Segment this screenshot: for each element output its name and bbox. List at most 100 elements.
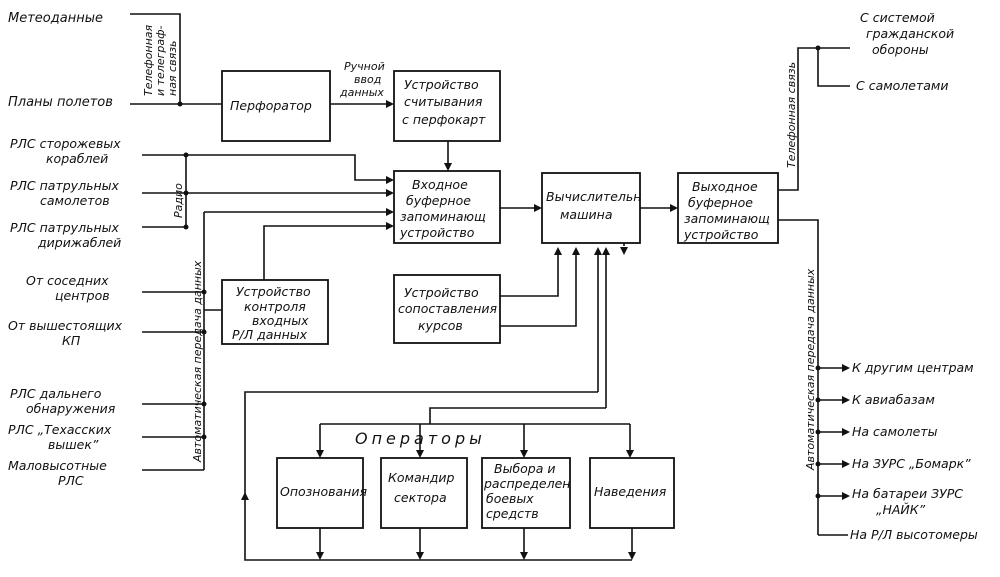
block-card-reader-label-3: с перфокарт: [402, 112, 486, 127]
block-course-compare-label-2: сопоставления: [398, 301, 497, 316]
arrow-head: [241, 492, 249, 500]
block-course-compare-label-3: курсов: [418, 318, 463, 333]
block-op-weapon-select-label-4: средств: [486, 506, 539, 521]
block-perforator: [221, 70, 331, 142]
line-aircraft-phone: [817, 48, 850, 87]
junction-dot: [815, 365, 821, 371]
junction-dot: [201, 329, 207, 335]
junction-dot: [201, 401, 207, 407]
block-input-buffer-label-3: запоминающ: [400, 209, 486, 224]
source-rls-long-2: обнаружения: [26, 401, 116, 416]
junction-dot: [201, 434, 207, 440]
out-nike-2: „НАЙК”: [876, 502, 926, 517]
arrow-head: [626, 450, 634, 458]
arrow-head: [316, 450, 324, 458]
block-output-buffer-label-4: устройство: [683, 227, 759, 242]
line-operators-distribution: [429, 407, 606, 424]
line-phone-out: [778, 47, 812, 191]
line-operator-loop-top: [244, 391, 632, 561]
label-phone-telegraph-2: и телеграф-: [154, 25, 167, 96]
block-input-control-label-1: Устройство: [236, 284, 311, 299]
line-meteo: [130, 13, 181, 104]
arrow-head: [602, 247, 610, 255]
block-card-reader-label-2: считывания: [404, 94, 483, 109]
arrow-head: [416, 450, 424, 458]
arrow-head: [842, 428, 850, 436]
block-input-control-label-3: входных: [252, 313, 309, 328]
block-op-weapon-select-label-2: распределен: [483, 476, 570, 491]
junction-dot: [815, 429, 821, 435]
out-to-aircraft: На самолеты: [852, 424, 938, 439]
line-control-to-buffer: [263, 225, 388, 280]
arrow-head: [520, 450, 528, 458]
arrow-head: [386, 176, 394, 184]
label-auto-transfer-out: Автоматическая передача данных: [804, 268, 817, 471]
arrow-head: [386, 222, 394, 230]
block-course-compare: [393, 274, 501, 344]
label-radio: Радио: [172, 183, 185, 218]
block-op-sector-commander-label-1: Командир: [388, 470, 455, 485]
block-op-weapon-select-label-3: боевых: [486, 491, 534, 506]
arrow-head: [416, 552, 424, 560]
block-op-identification: [276, 457, 364, 529]
block-op-weapon-select: [481, 457, 571, 529]
arrow-head: [386, 208, 394, 216]
source-meteo: Метеоданные: [8, 11, 103, 26]
arrow-head: [386, 189, 394, 197]
label-manual-3: данных: [339, 86, 384, 99]
source-rls-airships-2: дирижаблей: [37, 235, 121, 250]
block-input-control-label-4: Р/Л данных: [232, 327, 308, 342]
arrow-head: [842, 492, 850, 500]
block-output-buffer-label-3: запоминающ: [684, 211, 770, 226]
arrow-head: [554, 247, 562, 255]
out-other-centers: К другим центрам: [852, 360, 974, 375]
label-phone-telegraph-1: Телефонная: [142, 24, 155, 96]
block-output-buffer-label-2: буферное: [688, 195, 753, 210]
block-output-buffer-label-1: Выходное: [692, 179, 758, 194]
block-course-compare-label-1: Устройство: [404, 285, 479, 300]
block-input-buffer-label-1: Входное: [412, 177, 468, 192]
out-civil-defense-3: обороны: [872, 42, 929, 57]
block-op-sector-commander: [380, 457, 468, 529]
junction-dot: [815, 461, 821, 467]
arrow-head: [386, 100, 394, 108]
block-input-control-label-2: контроля: [244, 299, 306, 314]
line-compare-to-computer-1: [500, 255, 559, 297]
junction-dot: [201, 289, 207, 295]
source-neighbors-1: От соседних: [26, 273, 109, 288]
source-rls-planes-2: самолетов: [40, 193, 110, 208]
label-phone-telegraph-3: ная связь: [166, 40, 179, 96]
block-op-identification-label: Опознования: [280, 484, 367, 499]
arrow-head: [444, 163, 452, 171]
source-rls-low-1: Маловысотные: [8, 458, 107, 473]
block-input-buffer-label-2: буферное: [406, 193, 471, 208]
block-op-guidance-label: Наведения: [594, 484, 667, 499]
source-rls-texas-2: вышек”: [48, 437, 99, 452]
out-civil-defense-1: С системой: [860, 10, 935, 25]
block-card-reader: [393, 70, 501, 142]
source-rls-low-2: РЛС: [58, 473, 84, 488]
source-flight-plans: Планы полетов: [8, 95, 113, 110]
source-rls-ships-1: РЛС сторожевых: [10, 136, 121, 151]
junction-dot: [815, 397, 821, 403]
label-manual-1: Ручной: [344, 60, 385, 73]
arrow-head: [842, 396, 850, 404]
out-aircraft-phone: С самолетами: [856, 78, 949, 93]
block-computer-label-1: Вычислительн: [546, 189, 641, 204]
block-op-guidance: [589, 457, 675, 529]
label-auto-transfer-in: Автоматическая передача данных: [191, 260, 204, 463]
source-rls-texas-1: РЛС „Техасских: [8, 422, 112, 437]
source-higher-kp-1: От вышестоящих: [8, 318, 123, 333]
arrow-head: [628, 552, 636, 560]
block-input-control: [221, 279, 329, 345]
arrow-head: [670, 204, 678, 212]
out-altimeters: На Р/Л высотомеры: [850, 527, 978, 542]
out-civil-defense-2: гражданской: [866, 26, 954, 41]
junction-dot: [815, 493, 821, 499]
arrow-head: [520, 552, 528, 560]
block-input-buffer: [393, 170, 501, 244]
block-op-sector-commander-label-2: сектора: [394, 490, 447, 505]
source-rls-ships-2: кораблей: [46, 151, 108, 166]
source-higher-kp-2: КП: [62, 333, 81, 348]
